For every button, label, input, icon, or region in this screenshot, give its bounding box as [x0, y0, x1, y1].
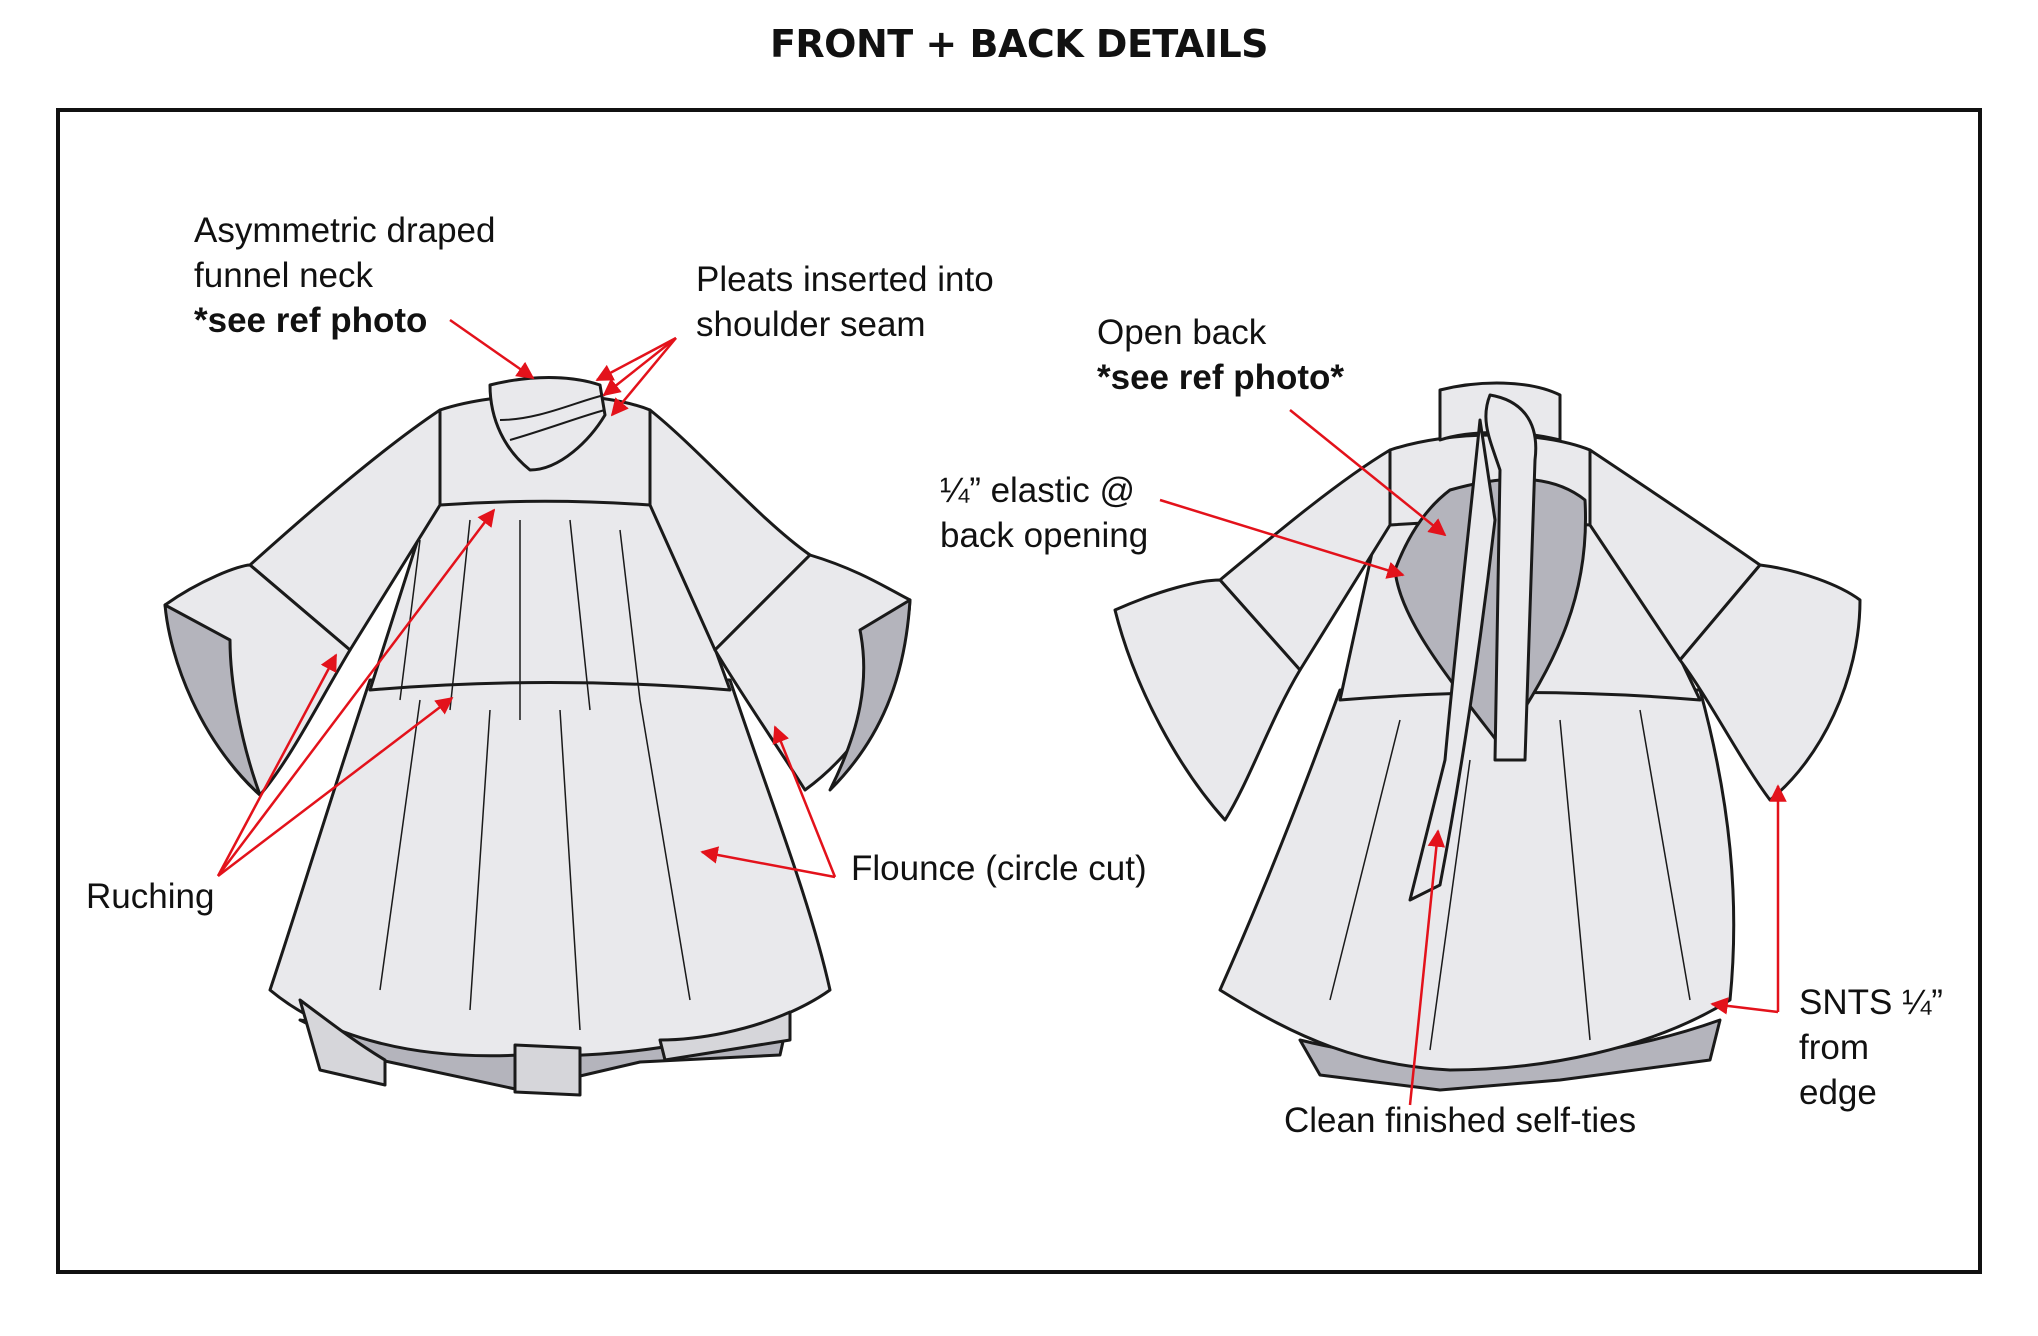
arrow-ruching-yoke — [217, 508, 496, 877]
callout-self-ties: Clean finished self-ties — [1284, 1098, 1636, 1143]
arrow-flounce-skirt — [700, 846, 836, 879]
callout-snts-line3: edge — [1799, 1073, 1877, 1112]
callout-ruching-text: Ruching — [86, 877, 215, 916]
arrow-pleat-1 — [595, 336, 677, 382]
arrow-funnel-neck — [449, 318, 535, 380]
callout-elastic-line1: ¼” elastic @ — [940, 471, 1136, 510]
callout-pleats: Pleats inserted into shoulder seam — [696, 257, 994, 347]
callout-snts: SNTS ¼” from edge — [1799, 980, 1943, 1115]
arrow-pleat-3 — [610, 337, 677, 417]
callout-snts-line2: from — [1799, 1028, 1869, 1067]
arrow-open-back — [1289, 409, 1447, 537]
arrow-ruching-tier — [217, 696, 454, 877]
callout-pleats-line2: shoulder seam — [696, 305, 926, 344]
callout-funnel-neck-line2: funnel neck — [194, 256, 374, 295]
callout-open-back: Open back *see ref photo* — [1097, 310, 1344, 400]
callout-funnel-neck: Asymmetric draped funnel neck *see ref p… — [194, 208, 495, 343]
callout-ruching: Ruching — [86, 874, 214, 919]
arrow-flounce-sleeve — [772, 725, 837, 878]
callout-elastic: ¼” elastic @ back opening — [940, 468, 1148, 558]
callout-flounce-text: Flounce (circle cut) — [851, 849, 1147, 888]
callout-flounce: Flounce (circle cut) — [851, 846, 1147, 891]
annotation-arrows — [216, 318, 1787, 1106]
front-dress-sketch — [163, 376, 912, 1097]
page-title: FRONT + BACK DETAILS — [769, 22, 1269, 66]
callout-funnel-neck-note: *see ref photo — [194, 301, 428, 340]
callout-self-ties-text: Clean finished self-ties — [1284, 1101, 1637, 1140]
callout-open-back-note: *see ref photo* — [1097, 358, 1344, 397]
arrow-snts-hem — [1710, 997, 1779, 1015]
back-dress-sketch — [1113, 381, 1862, 1092]
callout-funnel-neck-line1: Asymmetric draped — [194, 211, 496, 250]
arrow-pleat-2 — [602, 337, 677, 397]
arrow-elastic — [1159, 498, 1405, 579]
diagram-frame — [56, 108, 1982, 1274]
callout-snts-line1: SNTS ¼” — [1799, 983, 1943, 1022]
callout-open-back-line1: Open back — [1097, 313, 1267, 352]
callout-elastic-line2: back opening — [940, 516, 1149, 555]
arrow-ruching-sleeve — [216, 653, 338, 877]
callout-pleats-line1: Pleats inserted into — [696, 260, 994, 299]
arrow-self-ties — [1408, 829, 1446, 1106]
